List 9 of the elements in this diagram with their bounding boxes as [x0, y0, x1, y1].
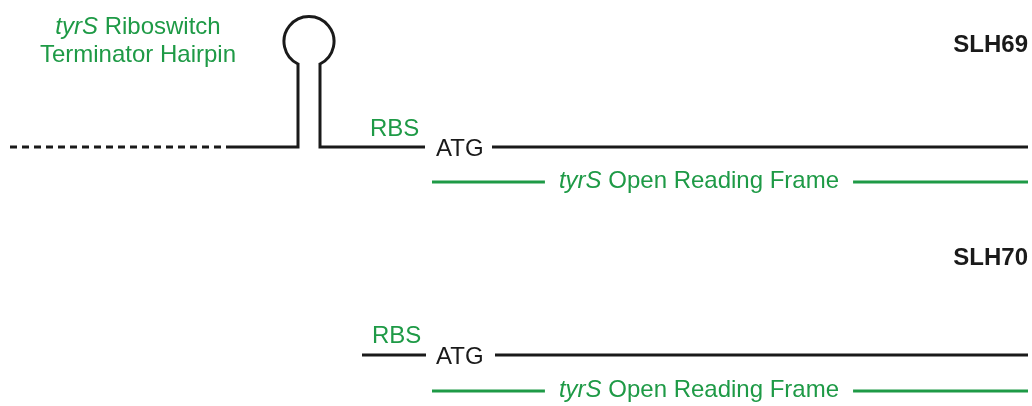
rbs-label: RBS: [372, 321, 422, 349]
start-codon-label: ATG: [436, 134, 484, 162]
construct-name: SLH70: [953, 243, 1028, 271]
rbs-label: RBS: [370, 114, 420, 142]
orf-label: tyrS Open Reading Frame: [558, 166, 840, 194]
start-codon-label: ATG: [436, 342, 484, 370]
annotation-label: tyrS Riboswitch Terminator Hairpin: [38, 12, 238, 68]
orf-label: tyrS Open Reading Frame: [558, 375, 840, 403]
construct-name: SLH69: [953, 30, 1028, 58]
